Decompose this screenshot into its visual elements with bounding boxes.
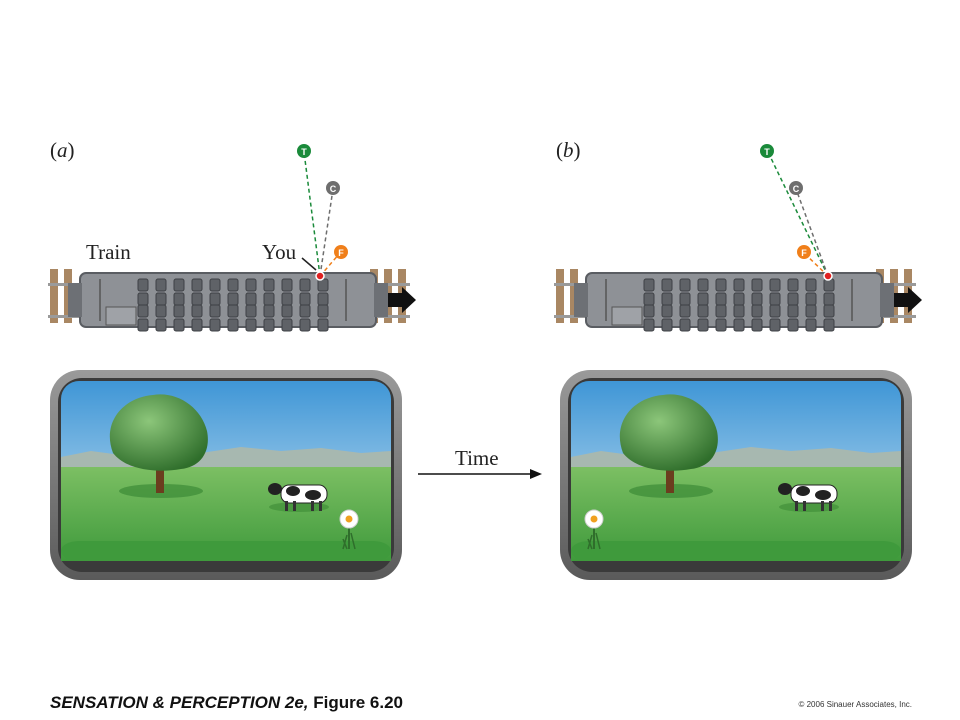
cow-marker-b: C [789,181,803,195]
flower-marker-a: F [334,245,348,259]
flower-marker-letter: F [338,248,344,258]
tree-marker-b: T [760,144,774,158]
caption-figure: Figure 6.20 [313,693,404,712]
panel-label-b: (b) [556,138,581,162]
flower-marker-b: F [797,245,811,259]
you-pointer-line [301,257,317,271]
time-label: Time [455,446,499,470]
figure-caption: SENSATION & PERCEPTION 2e, Figure 6.20 [50,693,403,713]
copyright-notice: © 2006 Sinauer Associates, Inc. [798,700,912,709]
you-label: You [262,240,297,264]
window-view-b [560,370,912,580]
train-b [554,269,922,331]
you-dot-a [315,271,325,281]
time-arrow [418,469,542,479]
panel-label-a: (a) [50,138,75,162]
sightlines-b [767,151,829,277]
you-dot-b [823,271,833,281]
caption-title: SENSATION & PERCEPTION 2e, [50,693,309,712]
window-view-a [50,370,402,580]
sightlines-a [303,151,341,277]
train-label: Train [86,240,131,264]
cow-marker-letter: C [793,184,800,194]
cow-marker-letter: C [330,184,337,194]
tree-marker-letter: T [301,147,307,157]
tree-marker-letter: T [764,147,770,157]
tree-marker-a: T [297,144,311,158]
flower-marker-letter: F [801,248,807,258]
train-a [48,269,416,331]
cow-marker-a: C [326,181,340,195]
